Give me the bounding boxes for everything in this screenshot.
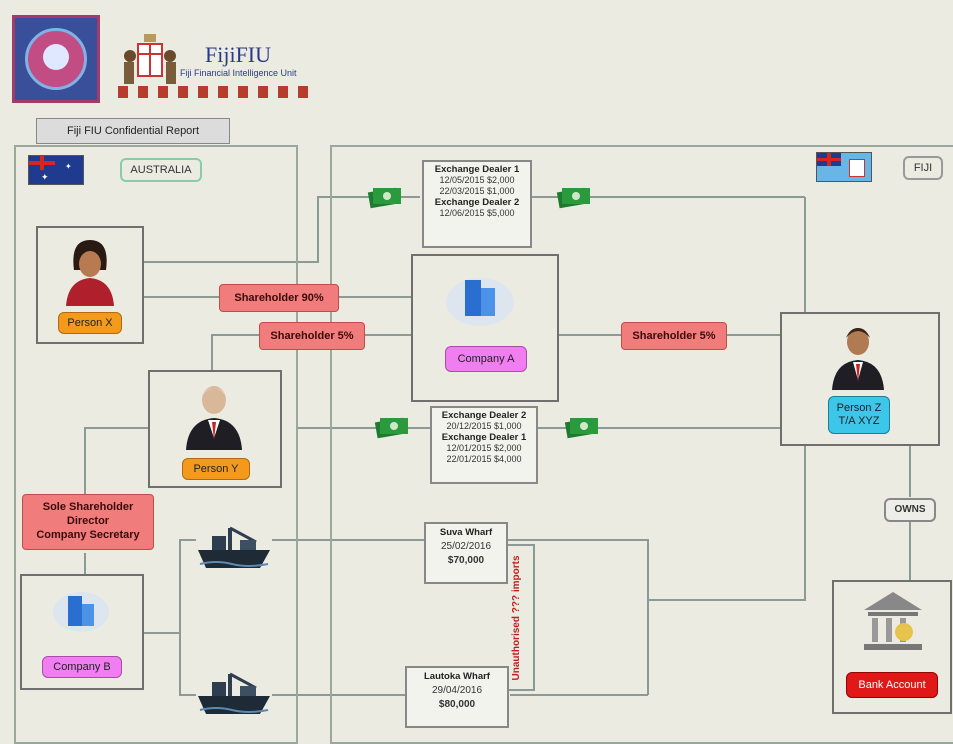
company-b-node[interactable]: Company B [20,574,144,690]
wharf-date: 25/02/2016 [440,541,492,552]
cargo-ship-icon [198,672,270,714]
lautoka-wharf-note: Lautoka Wharf 29/04/2016 $80,000 [405,666,509,728]
shareholder-5-left-label: Shareholder 5% [259,322,365,350]
person-z-node[interactable]: Person Z T/A XYZ [780,312,940,446]
wharf-amount: $70,000 [447,555,485,566]
wharf-title: Suva Wharf [439,527,493,538]
dealer-transaction: 12/01/2015 $2,000 [446,443,522,453]
person-x-node[interactable]: Person X [36,226,144,344]
wharf-amount: $80,000 [438,699,476,710]
report-label: Fiji FIU Confidential Report [36,118,230,144]
man-avatar-icon [186,386,242,450]
person-z-text: Person Z T/A XYZ [836,402,882,427]
building-icon [446,278,514,326]
company-a-label: Company A [445,346,527,372]
sole-shareholder-text: Sole Shareholder Director Company Secret… [36,501,140,541]
dealer-transaction: 22/03/2015 $1,000 [439,186,515,196]
brand-tagline: Fiji Financial Intelligence Unit [180,68,297,78]
bank-icon [864,592,922,650]
dealer-transaction: 20/12/2015 $1,000 [446,421,522,431]
person-y-label: Person Y [182,458,250,480]
fiji-label: FIJI [903,156,943,180]
money-icon [374,417,408,439]
shareholder-90-label: Shareholder 90% [219,284,339,312]
dealer-title: Exchange Dealer 2 [441,410,527,421]
wharf-date: 29/04/2016 [431,685,483,696]
coat-of-arms-icon [122,30,178,92]
shareholder-5-right-label: Shareholder 5% [621,322,727,350]
dealer-transaction: 12/05/2015 $2,000 [439,175,515,185]
brand-title: FijiFIU [205,42,272,67]
person-y-node[interactable]: Person Y [148,370,282,488]
fiji-flag-icon [816,152,872,182]
businessman-avatar-icon [832,328,884,390]
wharf-title: Lautoka Wharf [424,671,490,682]
cargo-ship-icon [198,526,270,568]
bank-account-node[interactable]: Bank Account [832,580,952,714]
owns-label: OWNS [884,498,936,522]
exchange-dealers-top: Exchange Dealer 1 12/05/2015 $2,000 22/0… [422,160,532,248]
australia-label: AUSTRALIA [120,158,202,182]
money-icon [367,187,401,209]
australia-flag-icon: ✦ ✦ [28,155,84,185]
dealer-transaction: 12/06/2015 $5,000 [439,208,515,218]
money-icon [556,187,590,209]
fiu-seal-logo [12,15,100,103]
dealer-title: Exchange Dealer 1 [441,432,527,443]
company-a-node[interactable]: Company A [411,254,559,402]
exchange-dealers-middle: Exchange Dealer 2 20/12/2015 $1,000 Exch… [430,406,538,484]
suva-wharf-note: Suva Wharf 25/02/2016 $70,000 [424,522,508,584]
money-icon [564,417,598,439]
person-z-label: Person Z T/A XYZ [828,396,890,434]
woman-avatar-icon [66,240,114,306]
dealer-transaction: 22/01/2015 $4,000 [446,454,522,464]
person-x-label: Person X [58,312,122,334]
sole-shareholder-label: Sole Shareholder Director Company Secret… [22,494,154,550]
brand-pattern [118,86,308,98]
company-b-label: Company B [42,656,122,678]
unauthorised-imports-label: Unauthorised ??? imports [511,555,522,681]
dealer-title: Exchange Dealer 1 [434,164,520,175]
dealer-title: Exchange Dealer 2 [434,197,520,208]
building-icon [53,592,109,632]
bank-account-label: Bank Account [846,672,938,698]
